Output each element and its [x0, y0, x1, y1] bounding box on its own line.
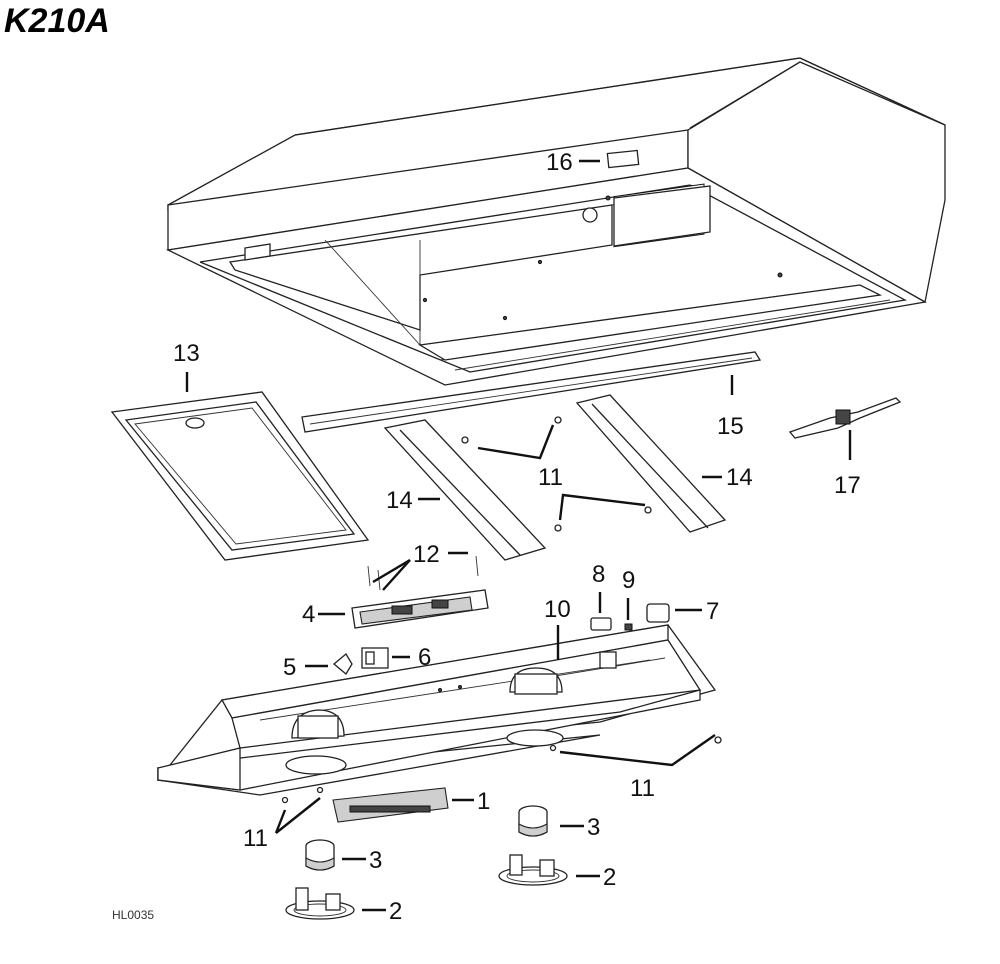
clip-6	[361, 647, 389, 669]
callout-11-right: 11	[630, 775, 655, 802]
screws-11	[281, 416, 722, 804]
callout-11-top: 11	[538, 464, 563, 491]
callout-3-left: 3	[369, 847, 382, 874]
callout-2-left: 2	[389, 898, 402, 925]
callout-13: 13	[173, 340, 200, 367]
part-9	[624, 623, 633, 631]
mounting-bracket	[788, 397, 902, 439]
callout-11-left: 11	[243, 825, 268, 852]
callout-14-left: 14	[386, 487, 413, 514]
light-channel-left	[383, 419, 547, 561]
callout-7: 7	[706, 598, 719, 625]
part-7	[646, 603, 670, 623]
socket-3-left	[305, 839, 335, 871]
callout-2-right: 2	[603, 864, 616, 891]
switch-assembly	[351, 555, 489, 629]
callout-15: 15	[717, 413, 744, 440]
diagram-code: HL0035	[112, 908, 155, 922]
light-channel-right	[575, 394, 727, 533]
callout-10: 10	[544, 596, 571, 623]
callout-3-right: 3	[587, 814, 600, 841]
callout-17: 17	[834, 472, 861, 499]
callout-12: 12	[413, 541, 440, 568]
hood-housing	[165, 57, 946, 386]
light-lens-1	[332, 787, 449, 823]
callout-5: 5	[283, 654, 296, 681]
callout-labels: 13 16 15 17 14 14 11 12 4 5 6 8 9 7 10 1…	[173, 149, 861, 925]
socket-3-right	[518, 805, 548, 837]
ring-2-right	[498, 854, 568, 886]
grease-filter	[110, 391, 370, 561]
callout-14-right: 14	[726, 464, 753, 491]
part-8	[590, 617, 612, 631]
front-rail	[301, 351, 762, 433]
ring-2-left	[285, 887, 355, 920]
knob-5	[332, 653, 353, 675]
model-title: K210A	[4, 2, 110, 40]
bottom-pan	[156, 624, 717, 796]
callout-4: 4	[302, 601, 315, 628]
leader-lines	[185, 159, 852, 912]
callout-8: 8	[592, 561, 605, 588]
callout-1: 1	[477, 788, 490, 815]
callout-16: 16	[546, 149, 573, 176]
callout-6: 6	[418, 644, 431, 671]
callout-9: 9	[622, 567, 635, 594]
